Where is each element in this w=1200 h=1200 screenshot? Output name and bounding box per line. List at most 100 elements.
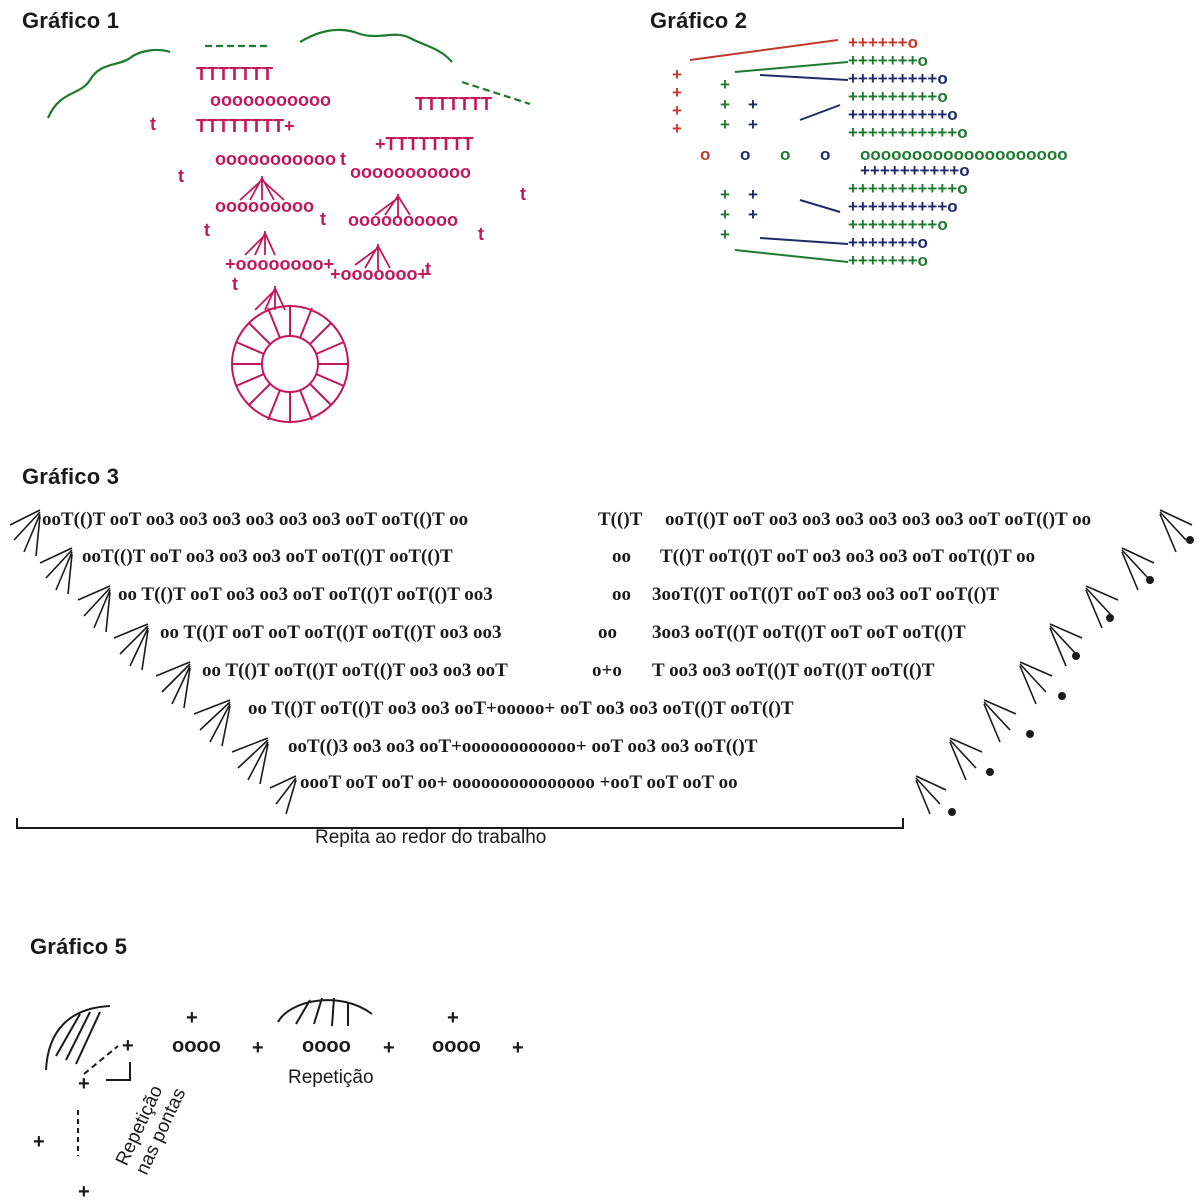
chart5-diagonal-chain [83,1045,119,1075]
chart1-stitch: t [425,259,431,279]
chart2-center: o [740,145,750,164]
chart5-chain: oooo [302,1035,351,1057]
chart2-col-red: + [672,101,682,120]
chart2-col-red: + [672,83,682,102]
chart5-sc: + [383,1037,395,1059]
chart2-center: o [700,145,710,164]
chart2-connector [799,104,841,121]
chart1-fan [354,244,391,270]
chart2-connector [734,61,849,73]
chart3-row-3: 3ooT(()T ooT(()T ooT oo3 oo3 ooT ooT(()T [652,584,999,605]
chart1-fan [244,231,276,256]
chart1-stitch: t [204,220,210,240]
chart1-fan [374,194,411,218]
chart5-chain: oooo [172,1035,221,1057]
chart2-row-red: ++++++o [848,33,918,52]
chart3-row-3-mid: oo [612,584,631,605]
chart1-stitch: t [150,114,156,134]
chart5-sc: + [78,1073,90,1095]
chart2-row-green: +++++++++o [848,87,948,106]
chart2-row-navy: +++++++o [848,233,928,252]
chart2-title: Gráfico 2 [650,8,748,33]
chart2-row-green: +++++++++o [848,215,948,234]
chart5-mid-arc [277,999,373,1023]
chart5-left-arc [45,1005,111,1071]
chart2-row-green: +++++++o [848,51,928,70]
chart3-right-fans [915,509,1193,815]
chart1-row-stitches: TTTTTTTT+ [196,116,294,136]
chart1-title: Gráfico 1 [22,8,120,33]
chart3-row-2-mid: oo [612,546,631,567]
chart2-col-green: + [720,95,730,114]
chart3-row-1: ooT(()T ooT oo3 oo3 oo3 oo3 oo3 oo3 ooT … [665,509,1091,530]
chart3-row-6: oo T(()T ooT(()T oo3 oo3 ooT+ooooo+ ooT … [248,698,794,719]
chart2-col-red: + [672,65,682,84]
chart2-col-navy: + [748,115,758,134]
chart1-flower-spokes [232,306,348,422]
chart2-col-green: + [720,115,730,134]
chart1-stitch: t [478,224,484,244]
chart2-row-navy: ++++++++++o [860,161,970,180]
chart1-stitch: t [340,149,346,169]
chart2-row-navy: +++++++++o [848,69,948,88]
chart5-left-arc-stitches [55,1011,101,1065]
chart5-mid-arc-stitches [295,997,349,1027]
chart1-chain-row: ooooooooooo [350,162,471,182]
chart1-chain-row: ooooooooooo [210,90,331,110]
chart1-chain-row: ooooooooo [215,196,314,216]
chart3-row-5-mid: o+o [592,660,622,681]
chart5-repeat-caption: Repetição [288,1067,374,1088]
chart1-chain-row: ooooooooooo [215,149,336,169]
chart5-title: Gráfico 5 [30,934,128,959]
chart3-row-1: ooT(()T ooT oo3 oo3 oo3 oo3 oo3 oo3 ooT … [42,509,468,530]
chart3-row-4: oo T(()T ooT ooT ooT(()T ooT(()T oo3 oo3 [160,622,502,643]
chart3-row-5: oo T(()T ooT(()T ooT(()T oo3 oo3 ooT [202,660,508,681]
chart1-stitch: t [178,166,184,186]
chart5-sc: + [252,1037,264,1059]
chart2-connector-red [689,39,839,61]
chart1-fan [254,286,286,311]
chart3-title: Gráfico 3 [22,464,120,489]
chart1-chain-row: +oooooooo+ [225,254,334,274]
chart3-row-2: T(()T ooT(()T ooT oo3 oo3 oo3 ooT ooT(()… [660,546,1035,567]
chart2-col-navy: + [748,205,758,224]
chart3-row-3: oo T(()T ooT oo3 oo3 ooT ooT(()T ooT(()T… [118,584,493,605]
chart5-sc: + [33,1131,45,1153]
chart2-row-green: +++++++++++o [848,123,968,142]
chart2-row-navy: ++++++++++o [848,197,958,216]
chart2-col-green: + [720,185,730,204]
chart2-chain-green: oooooooooooooooooooo [860,145,1068,164]
chart2-connector [799,199,841,213]
chart2-center: o [780,145,790,164]
chart3-row-4: 3oo3 ooT(()T ooT(()T ooT ooT ooT(()T [652,622,966,643]
chart2-center: o [820,145,830,164]
chart3-repeat-bracket [16,818,904,829]
chart2-row-green: +++++++o [848,251,928,270]
chart3-row-1-mid: T(()T [598,509,643,530]
chart1-row-stitches: TTTTTTT [196,64,273,84]
chart5-corner-mark [106,1062,131,1081]
chart2-connector [759,74,849,81]
chart2-row-green: +++++++++++o [848,179,968,198]
chart2-col-green: + [720,225,730,244]
chart3-row-2: ooT(()T ooT oo3 oo3 oo3 ooT ooT(()T ooT(… [82,546,453,567]
chart5-sc: + [122,1035,134,1057]
chart5-sc: + [78,1181,90,1200]
chart2-col-navy: + [748,95,758,114]
chart2-connector [759,237,849,245]
chart2-col-green: + [720,205,730,224]
chart3-row-8: oooT ooT ooT oo+ ooooooooooooooo +ooT oo… [300,772,738,793]
chart3-row-5: T oo3 oo3 ooT(()T ooT(()T ooT(()T [652,660,935,681]
chart5-sc: + [512,1037,524,1059]
chart2-row-navy: ++++++++++o [848,105,958,124]
chart3-row-7: ooT(()3 oo3 oo3 ooT+oooooooooooo+ ooT oo… [288,736,758,757]
chart1-fan [239,176,285,201]
chart1-row-stitches: TTTTTTT [415,94,492,114]
chart3-left-fans [9,509,297,815]
chart1-green-picot-left [46,48,171,119]
chart2-connector [734,249,849,263]
chart1-stitch: t [320,209,326,229]
